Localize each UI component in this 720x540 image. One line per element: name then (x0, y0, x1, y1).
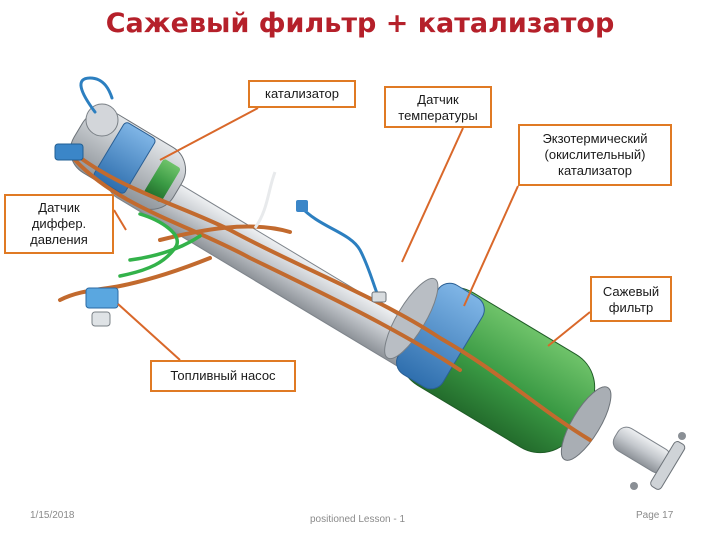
leader-exo-catalyst (463, 185, 519, 307)
temp-sensor-wire (79, 76, 380, 298)
leader-catalyst (159, 107, 259, 161)
page-title: Сажевый фильтр + катализатор (105, 8, 615, 39)
callout-temp-sensor: Датчик температуры (384, 86, 492, 128)
pressure-hoses (118, 212, 202, 278)
leader-fuel-pump (117, 303, 181, 361)
outlet-flange (612, 426, 686, 490)
callout-exo-catalyst: Экзотермический (окислительный) катализа… (518, 124, 672, 186)
leader-dpf (547, 311, 591, 347)
wiring-harness (58, 148, 592, 442)
temperature-sensor-icon (296, 200, 387, 303)
pressure-sensor-icon (54, 143, 84, 161)
white-cable (253, 171, 277, 229)
leader-lines (113, 107, 591, 361)
callout-dpf: Сажевый фильтр (590, 276, 672, 322)
dpf-body (384, 277, 612, 461)
callout-catalyst: катализатор (248, 80, 356, 108)
leader-temp-sensor (401, 127, 464, 263)
footer-date: 1/15/2018 (30, 510, 75, 521)
callout-diff-pressure: Датчик диффер. давления (4, 194, 114, 254)
fuel-pump-icon (85, 287, 119, 327)
footer-page: Page 17 (636, 510, 674, 521)
footer-lesson: positioned Lesson - 1 (310, 514, 406, 525)
leader-diff-pressure (113, 209, 127, 231)
callout-fuel-pump: Топливный насос (150, 360, 296, 392)
